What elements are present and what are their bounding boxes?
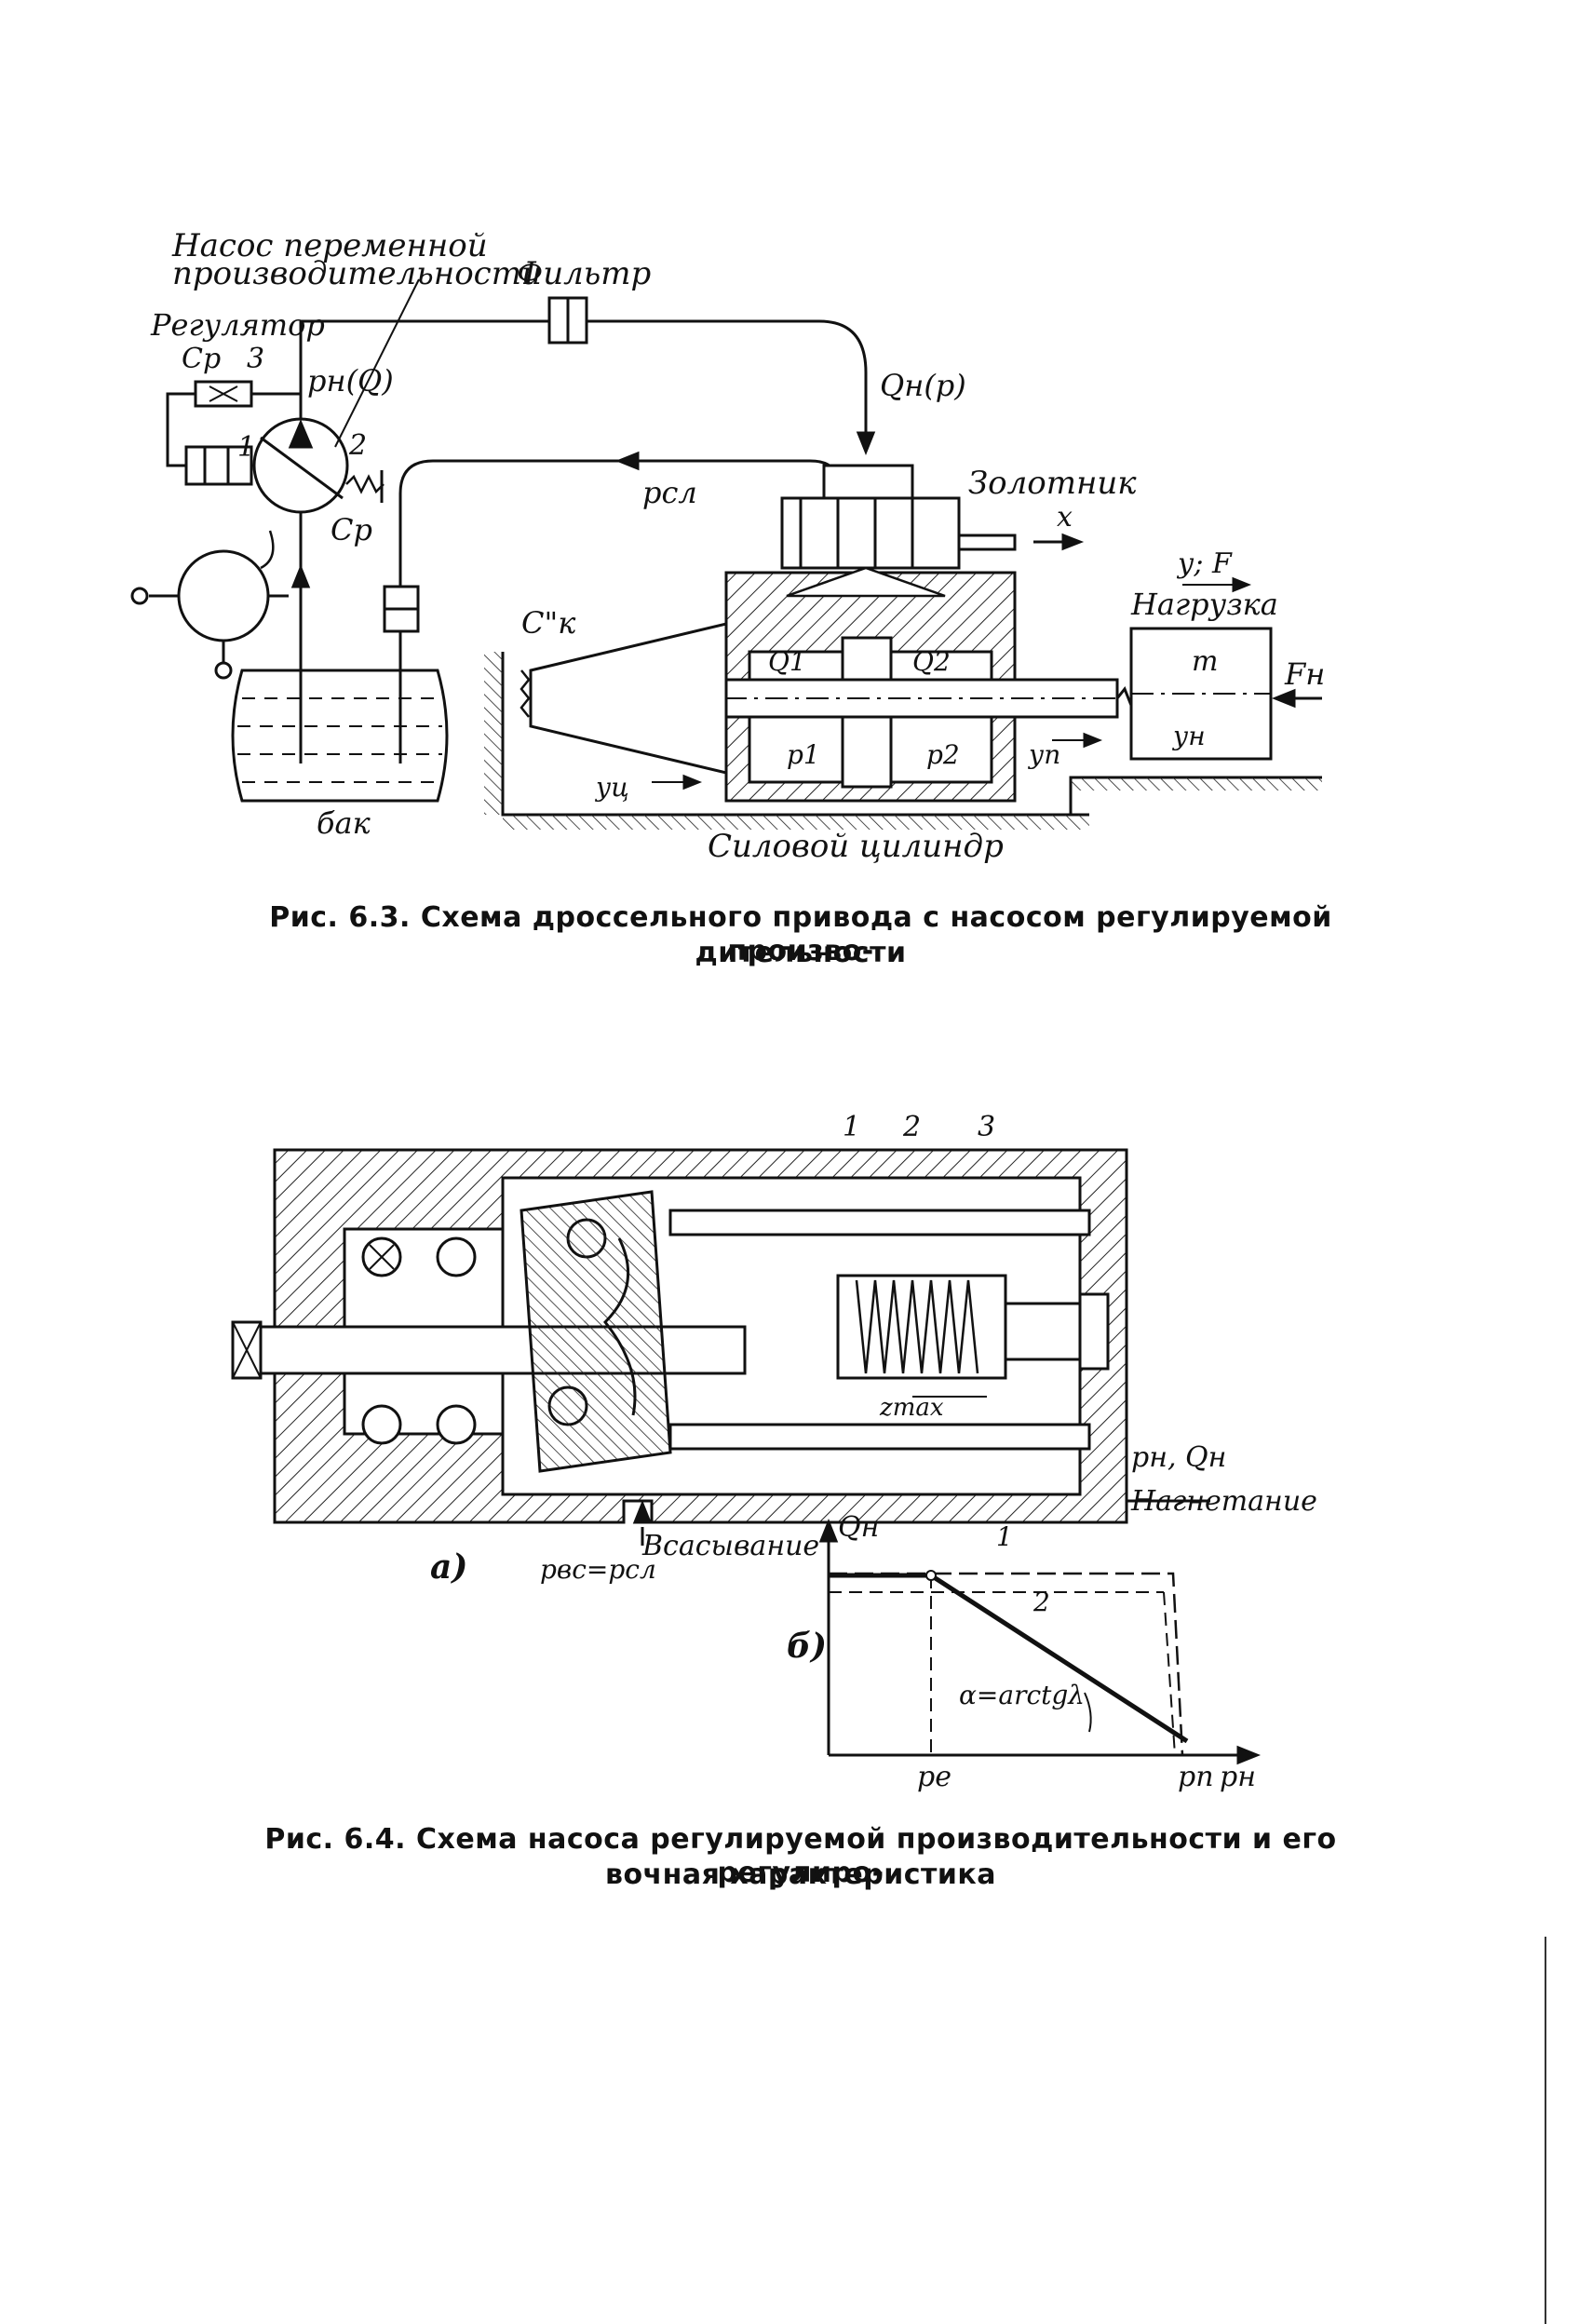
- load-yf-label: у; F: [1176, 547, 1233, 580]
- line-1-label: 1: [996, 1521, 1013, 1552]
- pump-pressure-label: pн(Q): [307, 363, 394, 399]
- spool-label: Золотник: [968, 465, 1137, 502]
- p1-label: p1: [787, 739, 820, 770]
- p2-label: p2: [926, 739, 960, 770]
- filter-label: Фильтр: [517, 255, 651, 292]
- part-a-label: а): [430, 1547, 467, 1587]
- characteristic-line-2: [829, 1573, 1189, 1744]
- discharge-label: Нагнетание: [1130, 1485, 1317, 1518]
- regulator-label: Регулятор: [150, 307, 325, 343]
- tank: [231, 669, 449, 803]
- callout-1: 1: [843, 1111, 860, 1143]
- alpha-label: α=arctgλ: [959, 1680, 1085, 1710]
- pump-section-drawing: [231, 1148, 1210, 1546]
- qn-axis-label: Qн: [838, 1511, 879, 1544]
- callout-2: 2: [902, 1111, 921, 1143]
- pp-label: pп: [1178, 1761, 1214, 1793]
- pump-cp-label: Cр: [331, 512, 372, 547]
- characteristic-line-1: [829, 1572, 1184, 1756]
- outlet-pressure-label: pн, Qн: [1131, 1441, 1226, 1474]
- yp-label: уп: [1027, 739, 1060, 770]
- fig64-caption-line1: Рис. 6.4. Схема насоса регулируемой прои…: [264, 1823, 1337, 1889]
- callout-3: 3: [978, 1111, 995, 1143]
- spool-flow-label: Qн(р): [880, 368, 966, 403]
- spool-x-label: x: [1057, 501, 1073, 534]
- yc-label: уц: [594, 772, 629, 803]
- fig64-caption-line2: вочная характеристика: [604, 1858, 997, 1891]
- pump-num2: 2: [348, 429, 367, 462]
- pump-title-line2: производительности: [172, 255, 542, 292]
- fig63-labels: Насос переменной производительности Филь…: [150, 227, 1325, 865]
- yn-label: ун: [1171, 721, 1206, 751]
- pump-num1: 1: [237, 431, 255, 464]
- fig64b-labels: Qн 1 2 α=arctgλ pе pп pн б): [787, 1511, 1256, 1793]
- regulator-num3: 3: [247, 343, 264, 375]
- fig63-caption-line1: Рис. 6.3. Схема дроссельного привода с н…: [269, 901, 1332, 967]
- regulator-cp-label: Cр: [182, 343, 221, 375]
- suction-label: Всасывание: [641, 1530, 819, 1562]
- return-pressure-label: pсл: [642, 475, 697, 510]
- hydraulic-drive-diagram: [130, 278, 1322, 830]
- load-label: Нагрузка: [1130, 587, 1278, 622]
- load-force-label: Fн: [1284, 656, 1325, 692]
- tank-label: бак: [317, 805, 371, 841]
- zmax-label: zmax: [879, 1394, 944, 1422]
- pn-axis-label: pн: [1220, 1761, 1256, 1793]
- cylinder-ck-label: C"к: [521, 605, 576, 641]
- regulation-characteristic-chart: [818, 1518, 1262, 1765]
- q1-label: Q1: [768, 646, 806, 677]
- q2-label: Q2: [912, 646, 951, 677]
- pump-title-line1: Насос переменной: [171, 227, 488, 264]
- spool-valve: [780, 496, 961, 570]
- suction-pressure-label: pвс=pсл: [540, 1554, 656, 1585]
- mass-label: m: [1192, 645, 1218, 678]
- fig63-caption-line2: дительности: [695, 937, 907, 969]
- fig64a-labels: 1 2 3 zmax pн, Qн Нагнетание Всасывание …: [430, 1111, 1317, 1587]
- line-2-label: 2: [1032, 1587, 1050, 1617]
- part-b-label: б): [787, 1627, 827, 1666]
- motor-symbol: [177, 549, 270, 642]
- cylinder-label: Силовой цилиндр: [708, 828, 1004, 865]
- pe-label: pе: [917, 1761, 951, 1793]
